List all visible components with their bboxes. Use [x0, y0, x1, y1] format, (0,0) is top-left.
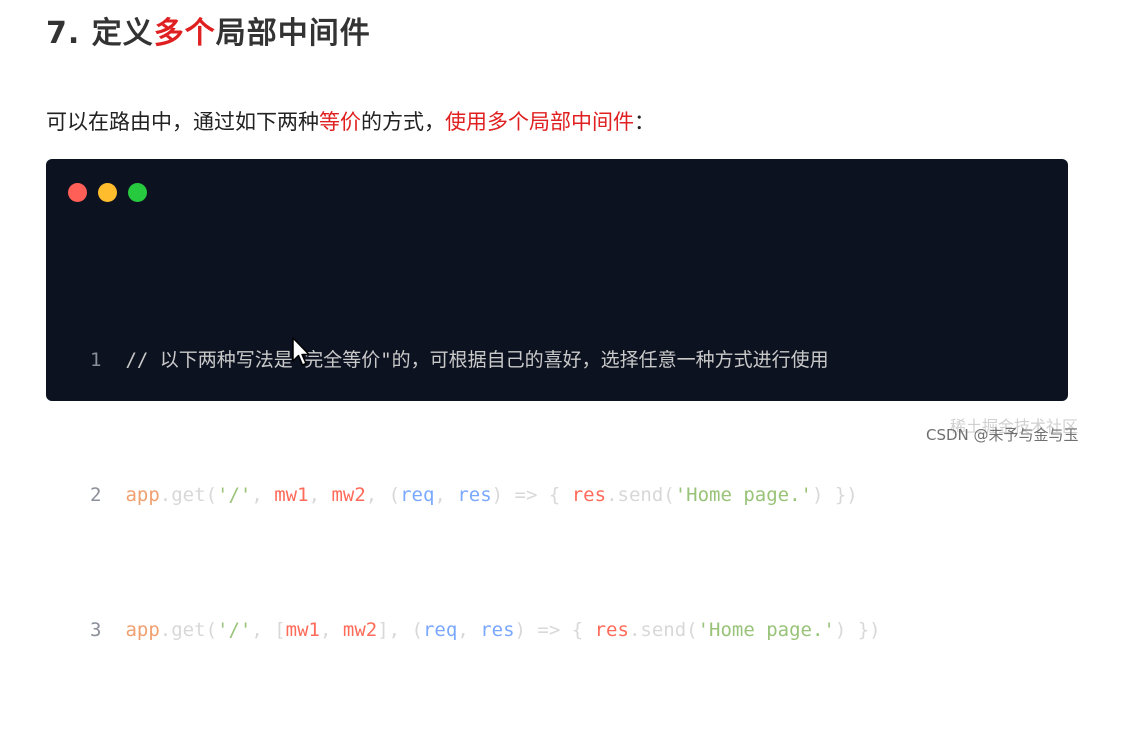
code-token: res	[594, 619, 629, 641]
code-token: .	[159, 484, 172, 506]
code-token: app	[125, 619, 160, 641]
code-token: ,	[320, 619, 343, 641]
intro-part1: 可以在路由中，通过如下两种	[46, 110, 319, 134]
code-token: get	[171, 484, 206, 506]
code-token: ) })	[834, 619, 881, 641]
code-token: (	[205, 484, 218, 506]
code-token: ], (	[377, 619, 423, 641]
window-controls	[68, 183, 147, 202]
intro-highlight-usage: 使用多个局部中间件	[445, 110, 634, 134]
code-token: req	[400, 484, 435, 506]
code-token: mw2	[342, 619, 378, 641]
code-token: mw2	[331, 484, 366, 506]
code-token: mw1	[274, 484, 309, 506]
line-number: 2	[90, 484, 102, 506]
code-token: , [	[251, 619, 286, 641]
code-token: ,	[434, 484, 458, 506]
code-token: 'Home page.'	[697, 619, 835, 641]
code-token: .send(	[606, 484, 675, 506]
code-line-2: 2 app.get('/', mw1, mw2, (req, res) => {…	[90, 473, 881, 518]
code-token: res	[480, 619, 515, 641]
heading-prefix: 7. 定义	[46, 16, 154, 51]
code-token: get	[171, 619, 206, 641]
heading-suffix: 局部中间件	[215, 16, 371, 51]
intro-highlight-equivalent: 等价	[319, 110, 361, 134]
code-token: ,	[251, 484, 275, 506]
code-token: mw1	[285, 619, 320, 641]
code-token: ,	[308, 484, 332, 506]
line-number: 1	[90, 349, 102, 371]
intro-part3: ：	[634, 110, 655, 134]
code-token: .	[159, 619, 172, 641]
code-token: ) => {	[514, 619, 595, 641]
code-token: res	[457, 484, 492, 506]
intro-part2: 的方式，	[361, 110, 445, 134]
code-line-3: 3 app.get('/', [mw1, mw2], (req, res) =>…	[90, 608, 881, 653]
code-token: req	[422, 619, 458, 641]
code-content: 1 // 以下两种写法是"完全等价"的，可根据自己的喜好，选择任意一种方式进行使…	[90, 248, 881, 743]
maximize-dot-icon	[128, 183, 147, 202]
section-heading: 7. 定义多个局部中间件	[46, 8, 371, 52]
csdn-watermark: CSDN @未予与金与玉	[926, 426, 1079, 444]
code-token: app	[125, 484, 160, 506]
juejin-watermark: 稀土掘金技术社区	[950, 417, 1079, 436]
code-token: .send(	[628, 619, 698, 641]
code-token: '/'	[217, 619, 252, 641]
code-token: ,	[457, 619, 481, 641]
code-comment: // 以下两种写法是"完全等价"的，可根据自己的喜好，选择任意一种方式进行使用	[125, 349, 829, 371]
code-token: , (	[365, 484, 401, 506]
code-token: '/'	[217, 484, 252, 506]
code-token: ) })	[811, 484, 858, 506]
code-token: 'Home page.'	[674, 484, 812, 506]
code-block: 1 // 以下两种写法是"完全等价"的，可根据自己的喜好，选择任意一种方式进行使…	[46, 159, 1068, 641]
code-line-1: 1 // 以下两种写法是"完全等价"的，可根据自己的喜好，选择任意一种方式进行使…	[90, 338, 881, 383]
code-token: res	[571, 484, 607, 506]
line-number: 3	[90, 619, 102, 641]
code-token: ) => {	[491, 484, 572, 506]
intro-paragraph: 可以在路由中，通过如下两种等价的方式，使用多个局部中间件：	[46, 106, 655, 136]
mouse-pointer-icon	[292, 337, 310, 366]
heading-highlight: 多个	[153, 16, 216, 51]
minimize-dot-icon	[98, 183, 117, 202]
code-token: (	[205, 619, 218, 641]
close-dot-icon	[68, 183, 87, 202]
